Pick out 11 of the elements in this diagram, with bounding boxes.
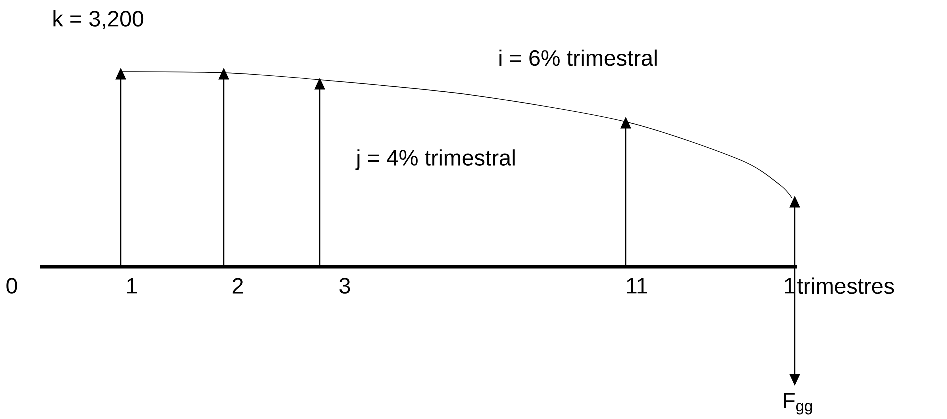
axis-label: 3 bbox=[340, 278, 350, 294]
axis-label: trimestres bbox=[798, 278, 894, 294]
axis-label: 11 bbox=[627, 278, 648, 294]
axis-label: 0 bbox=[6, 278, 18, 294]
axis-label: 1 bbox=[128, 278, 138, 294]
axis-label: 1 bbox=[785, 278, 795, 294]
axis-label: i = 6% trimestral bbox=[500, 50, 657, 66]
axis-label: k = 3,200 bbox=[54, 10, 144, 30]
axis-label: 2 bbox=[232, 278, 244, 294]
axis-label: F$_{gg}$ bbox=[784, 393, 812, 415]
axis-label: j = 4% trimestral bbox=[356, 150, 515, 170]
